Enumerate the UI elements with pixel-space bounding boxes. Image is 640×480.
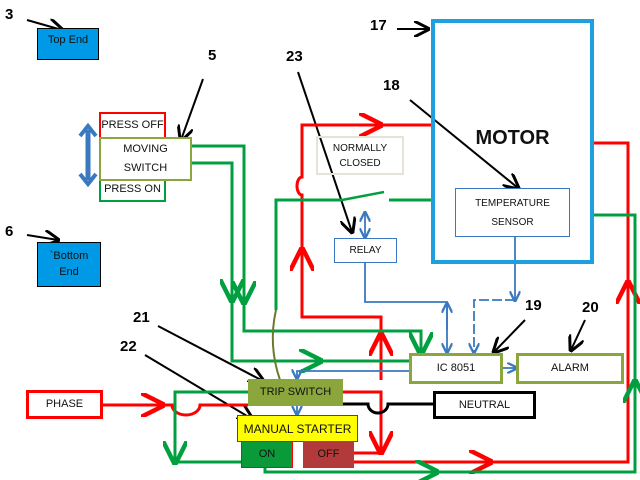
moving-switch: MOVINGSWITCH bbox=[99, 137, 192, 181]
press-off-label: PRESS OFF bbox=[101, 117, 163, 134]
ic-8051: IC 8051 bbox=[409, 353, 503, 384]
neutral-label: NEUTRAL bbox=[459, 397, 510, 414]
press-on-label: PRESS ON bbox=[104, 181, 161, 198]
callout-22: 22 bbox=[120, 338, 137, 355]
moving-switch-label-2: SWITCH bbox=[124, 159, 167, 178]
normally-closed-contact: NORMALLYCLOSED bbox=[316, 136, 404, 175]
callout-6: 6 bbox=[5, 223, 13, 240]
callout-21: 21 bbox=[133, 309, 150, 326]
alarm-label: ALARM bbox=[551, 360, 589, 377]
motor-label: MOTOR bbox=[475, 123, 549, 153]
manual-starter-label: MANUAL STARTER bbox=[244, 420, 352, 438]
trip-switch: TRIP SWITCH bbox=[248, 379, 343, 406]
neutral-wire bbox=[343, 404, 433, 413]
callout-19: 19 bbox=[525, 297, 542, 314]
phase-label: PHASE bbox=[46, 396, 83, 413]
phase-supply: PHASE bbox=[26, 390, 103, 419]
alarm: ALARM bbox=[516, 353, 624, 384]
temperature-sensor: TEMPERATURESENSOR bbox=[455, 188, 570, 237]
off-label: OFF bbox=[318, 446, 340, 463]
travel-arrow bbox=[80, 126, 96, 184]
callout-20: 20 bbox=[582, 299, 599, 316]
callout-17: 17 bbox=[370, 17, 387, 34]
olive-wire bbox=[273, 310, 280, 380]
top-end-label: Top End bbox=[48, 32, 88, 49]
relay: RELAY bbox=[334, 238, 397, 263]
ic-label: IC 8051 bbox=[437, 360, 476, 377]
callout-5: 5 bbox=[208, 47, 216, 64]
neutral-supply: NEUTRAL bbox=[433, 391, 536, 419]
press-off-button[interactable]: PRESS OFF bbox=[99, 112, 166, 139]
normally-closed-label: NORMALLY bbox=[333, 141, 387, 156]
moving-switch-label: MOVING bbox=[123, 140, 168, 159]
callout-18: 18 bbox=[383, 77, 400, 94]
temperature-sensor-label: TEMPERATURE bbox=[475, 194, 550, 213]
trip-switch-label: TRIP SWITCH bbox=[260, 384, 331, 401]
off-button[interactable]: OFF bbox=[303, 441, 354, 468]
bottom-end-stop: `BottomEnd bbox=[37, 242, 101, 287]
on-label: ON bbox=[259, 446, 276, 463]
normally-closed-label-2: CLOSED bbox=[339, 156, 380, 171]
callout-23: 23 bbox=[286, 48, 303, 65]
temperature-sensor-label-2: SENSOR bbox=[491, 213, 533, 232]
on-button[interactable]: ON bbox=[241, 441, 293, 468]
bottom-end-label: `Bottom bbox=[50, 249, 89, 264]
manual-starter: MANUAL STARTER bbox=[237, 415, 358, 442]
top-end-stop: Top End bbox=[37, 28, 99, 60]
callout-3: 3 bbox=[5, 6, 13, 23]
bottom-end-label-2: End bbox=[59, 265, 79, 280]
relay-label: RELAY bbox=[349, 243, 381, 258]
